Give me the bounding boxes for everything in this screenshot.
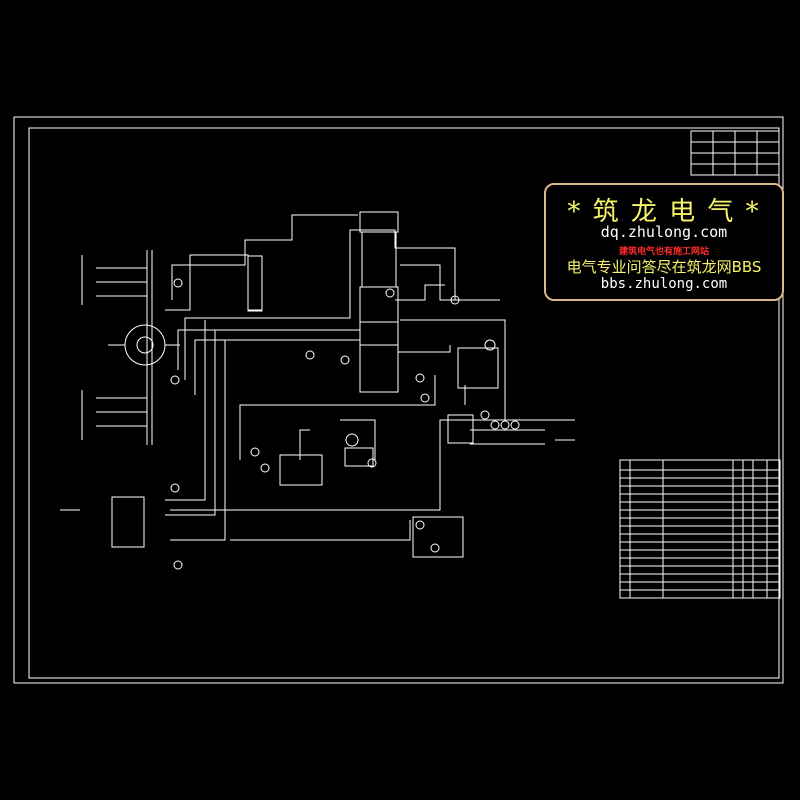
- watermark-url-bbs: bbs.zhulong.com: [600, 276, 728, 292]
- tank-lower-left: [279, 454, 323, 486]
- left-pipe-rails: [81, 250, 153, 445]
- scrubber-tower: [359, 211, 399, 393]
- damper-box: [247, 255, 263, 312]
- watermark-slogan: 电气专业问答尽在筑龙网BBS: [566, 258, 762, 276]
- tank-lower-mid: [344, 447, 374, 467]
- parts-table: [619, 459, 781, 599]
- watermark-url-dq: dq.zhulong.com: [600, 223, 728, 241]
- tank-right-small: [447, 414, 474, 444]
- watermark-red-text: 建筑电气也有施工网站: [618, 247, 709, 257]
- boiler-symbol: [108, 324, 180, 366]
- main-pipework: [165, 214, 575, 541]
- zhulong-watermark: * 筑 龙 电 气 * dq.zhulong.com 建筑电气也有施工网站 电气…: [544, 183, 784, 301]
- watermark-title: * 筑 龙 电 气 *: [567, 197, 761, 227]
- title-block: [690, 130, 780, 176]
- tank-bottom-right: [412, 516, 464, 558]
- right-tank: [457, 347, 499, 405]
- instrument-tags: [170, 278, 520, 570]
- outer-frame: [13, 116, 784, 684]
- inner-frame: [28, 127, 780, 679]
- tank-left: [111, 496, 145, 548]
